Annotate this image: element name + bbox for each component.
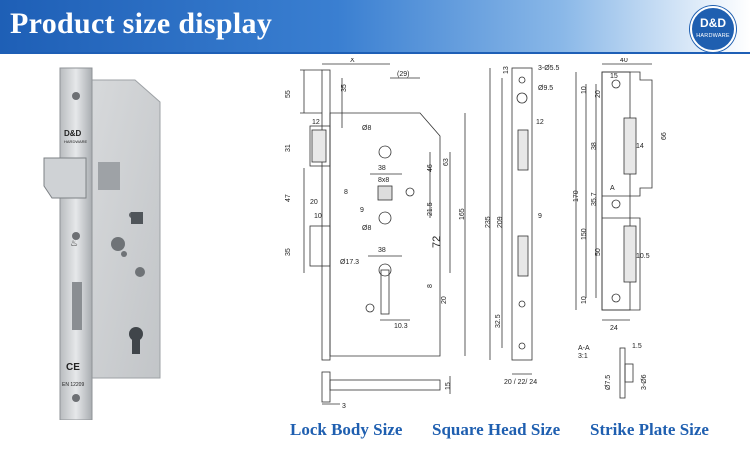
photo-brand-sub: HARDWARE xyxy=(64,139,88,144)
technical-drawings: X (29) 55 35 12 31 47 20 10 35 Ø8 38 8x8… xyxy=(285,58,668,410)
square-head xyxy=(131,212,143,224)
lock-body-drawing xyxy=(300,63,466,405)
dim-32-5: 32.5 xyxy=(495,314,502,328)
lock-body-dimensions: X (29) 55 35 12 31 47 20 10 35 Ø8 38 8x8… xyxy=(285,58,466,410)
section-scale: 3:1 xyxy=(578,353,588,360)
section-label: A-A xyxy=(578,345,590,352)
dim-50: 50 xyxy=(595,248,602,256)
dim-12: 12 xyxy=(536,119,544,126)
dim-9: 9 xyxy=(538,213,542,220)
deadbolt-slot xyxy=(72,282,82,330)
dim-72: 72 xyxy=(431,236,443,248)
dim-hole9-5: Ø9.5 xyxy=(538,85,553,92)
strike-plate-drawing xyxy=(575,63,653,399)
face-plate-dimensions: 3-Ø5.5 Ø9.5 13 12 235 209 9 32.5 20 / 22… xyxy=(485,65,560,386)
dim-165: 165 xyxy=(459,208,466,220)
logo-subtext: HARDWARE xyxy=(696,33,730,39)
dim-15: 15 xyxy=(445,382,452,390)
dim-209: 209 xyxy=(497,216,504,228)
dim-20: 20 xyxy=(595,90,602,98)
face-plate-drawing xyxy=(489,67,533,375)
header-banner: Product size display xyxy=(0,0,750,52)
dim-170: 170 xyxy=(573,190,580,202)
dim-235: 235 xyxy=(485,216,492,228)
dim-38: 38 xyxy=(378,165,386,172)
dim-8b: 8 xyxy=(427,284,434,288)
screw-hole xyxy=(72,394,80,402)
dim-21-5: 21.5 xyxy=(427,202,434,216)
dim-55: 55 xyxy=(285,90,292,98)
dim-40: 40 xyxy=(620,58,628,64)
dim-width: 20 / 22/ 24 xyxy=(504,379,537,386)
dim-holes: 3-Ø5.5 xyxy=(538,65,560,72)
dim-63: 63 xyxy=(443,158,450,166)
page-title: Product size display xyxy=(10,7,273,40)
dim-38b: 38 xyxy=(378,247,386,254)
screw-hole xyxy=(72,92,80,100)
dim-10b: 10 xyxy=(581,296,588,304)
logo-text: D&D xyxy=(700,16,726,30)
dim-10: 10 xyxy=(314,213,322,220)
dim-31: 31 xyxy=(285,144,292,152)
dim-20b: 20 xyxy=(441,296,448,304)
dim-a: A xyxy=(610,185,615,192)
latch-bolt xyxy=(43,157,87,199)
dim-offset: (29) xyxy=(397,71,409,78)
dim-14: 14 xyxy=(636,143,644,150)
dim-20: 20 xyxy=(310,199,318,206)
header-divider xyxy=(0,52,750,54)
dim-7-5: Ø7.5 xyxy=(605,375,612,390)
photo-stamp: EN 12209 xyxy=(62,382,84,388)
dim-35b: 35 xyxy=(285,248,292,256)
dim-10-5: 10.5 xyxy=(636,253,650,260)
dim-46: 46 xyxy=(427,164,434,172)
caption-square-head: Square Head Size xyxy=(432,420,561,439)
dim-8: 8 xyxy=(344,189,348,196)
lock-case xyxy=(91,79,161,379)
dim-1-5: 1.5 xyxy=(632,343,642,350)
dim-9: 9 xyxy=(360,207,364,214)
dim-150: 150 xyxy=(581,228,588,240)
dim-cyl: Ø17.3 xyxy=(340,259,359,266)
dim-13: 13 xyxy=(503,66,510,74)
dim-x: X xyxy=(350,58,355,64)
dim-35-7: 35.7 xyxy=(591,192,598,206)
dim-35: 35 xyxy=(341,84,348,92)
dim-15: 15 xyxy=(610,73,618,80)
dim-hole8b: Ø8 xyxy=(362,225,371,232)
dim-47: 47 xyxy=(285,194,292,202)
brand-logo: D&D HARDWARE xyxy=(690,6,736,52)
caption-lock-body: Lock Body Size xyxy=(290,420,403,439)
dim-hole8: Ø8 xyxy=(362,125,371,132)
caption-strike-plate: Strike Plate Size xyxy=(590,420,709,439)
dim-10-3: 10.3 xyxy=(394,323,408,330)
lock-product-photo: D&D HARDWARE ♨ CE EN 12209 xyxy=(43,67,161,420)
face-plate xyxy=(59,67,93,420)
dim-38: 38 xyxy=(591,142,598,150)
dim-sq: 8x8 xyxy=(378,177,389,184)
photo-brand: D&D xyxy=(64,129,82,138)
strike-plate-dimensions: 40 15 10 20 38 14 66 A 35.7 170 150 50 1… xyxy=(573,58,668,390)
dim-66: 66 xyxy=(661,132,668,140)
photo-ce-mark: CE xyxy=(66,362,80,373)
dim-24: 24 xyxy=(610,325,618,332)
dim-10: 10 xyxy=(581,86,588,94)
dim-3-6: 3-Ø6 xyxy=(641,374,648,390)
screw-hole xyxy=(72,232,80,240)
dim-12: 12 xyxy=(312,119,320,126)
photo-fire-mark: ♨ xyxy=(70,238,78,248)
dim-3: 3 xyxy=(342,403,346,410)
